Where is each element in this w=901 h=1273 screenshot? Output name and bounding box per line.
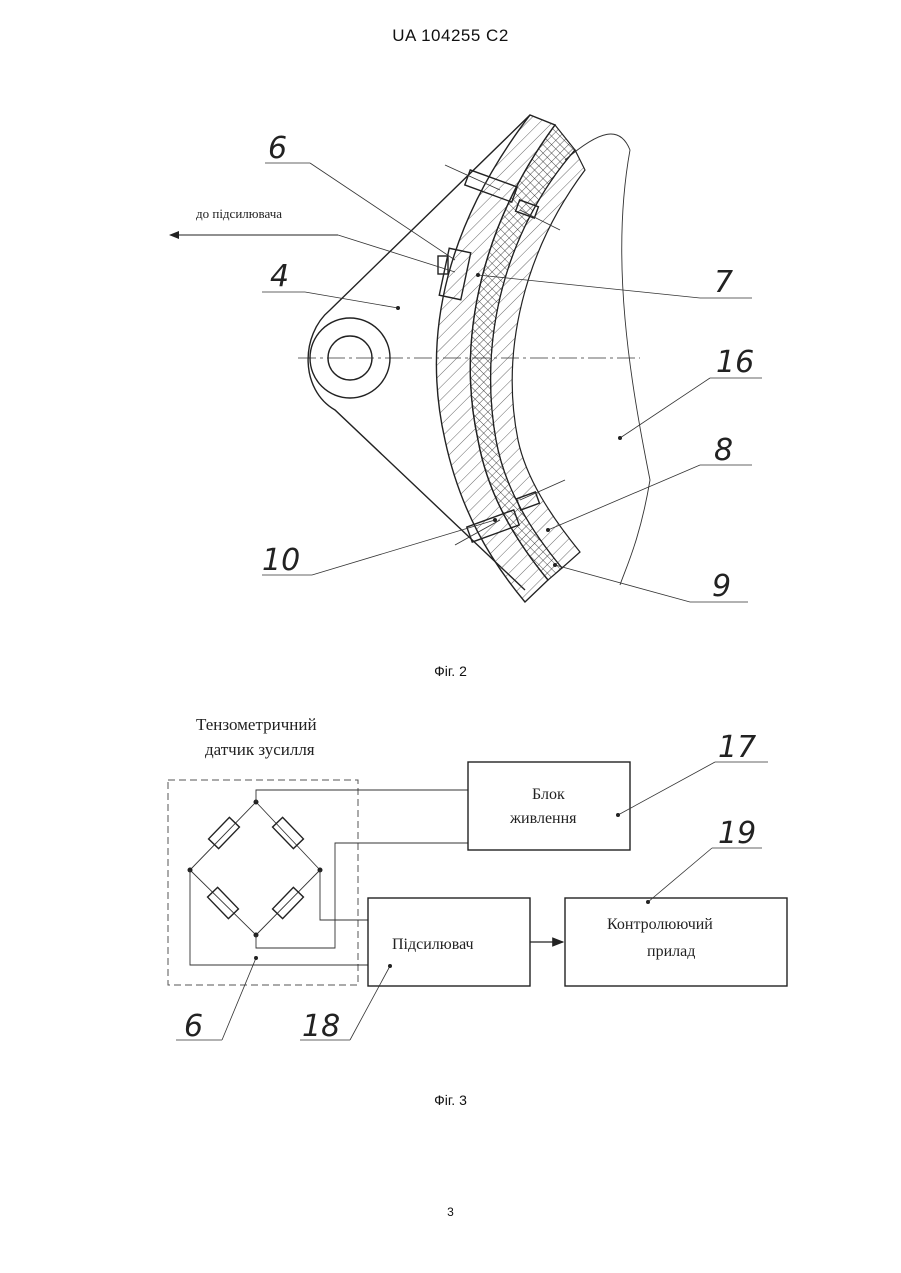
label-6-fig3: 6 [184, 1009, 203, 1044]
leader-dot [553, 563, 557, 567]
label-17: 17 [718, 730, 756, 765]
leader-10 [312, 520, 495, 575]
amplifier-lead-line [338, 235, 455, 272]
label-16: 16 [716, 345, 754, 380]
wire-amp-top [320, 870, 368, 920]
label-18: 18 [302, 1009, 340, 1044]
label-9: 9 [712, 569, 731, 604]
leader-dot [476, 273, 480, 277]
leader-4 [305, 292, 398, 308]
control-device-label-1: Контролюючий [607, 916, 713, 933]
leader-18 [350, 966, 390, 1040]
page-number: 3 [0, 1205, 901, 1219]
leader-17 [618, 762, 715, 815]
label-8: 8 [714, 433, 733, 468]
strain-gauge-resistor [209, 817, 240, 848]
power-supply-label-1: Блок [532, 786, 565, 803]
leader-dot [618, 436, 622, 440]
control-device-block [565, 898, 787, 986]
power-supply-label-2: живлення [509, 810, 577, 827]
leader-8 [548, 465, 700, 530]
sensor-boundary [168, 780, 358, 985]
sensor-title-line1: Тензометричний [196, 715, 317, 734]
wire-power-top [256, 790, 468, 802]
label-6: 6 [268, 131, 287, 166]
label-4: 4 [270, 259, 289, 294]
sensor-title-line2: датчик зусилля [205, 740, 315, 759]
wheatstone-bridge [188, 800, 323, 938]
wire-power-bottom [256, 843, 468, 948]
leader-dot [493, 518, 497, 522]
figure-3-diagram: Тензометричний датчик зусилля Блок живле [168, 715, 787, 1044]
to-amplifier-label: до підсилювача [196, 206, 282, 221]
leader-9 [555, 565, 690, 602]
amplifier-label: Підсилювач [392, 936, 474, 953]
leader-dot [396, 306, 400, 310]
figure-3-caption: Фіг. 3 [0, 1092, 901, 1108]
label-19: 19 [718, 816, 756, 851]
label-7: 7 [714, 265, 733, 300]
figure-2-caption: Фіг. 2 [0, 663, 901, 679]
figure-2-drawing: до підсилювача 6 4 7 16 8 10 9 [170, 115, 762, 604]
strain-gauge-resistor [273, 817, 304, 848]
leader-19 [648, 848, 712, 902]
leader-6 [310, 163, 455, 260]
leader-6-fig3 [222, 958, 256, 1040]
leader-dot [546, 528, 550, 532]
power-supply-block [468, 762, 630, 850]
label-10: 10 [262, 543, 300, 578]
wire-amp-bottom [190, 870, 368, 965]
control-device-label-2: прилад [647, 943, 695, 960]
